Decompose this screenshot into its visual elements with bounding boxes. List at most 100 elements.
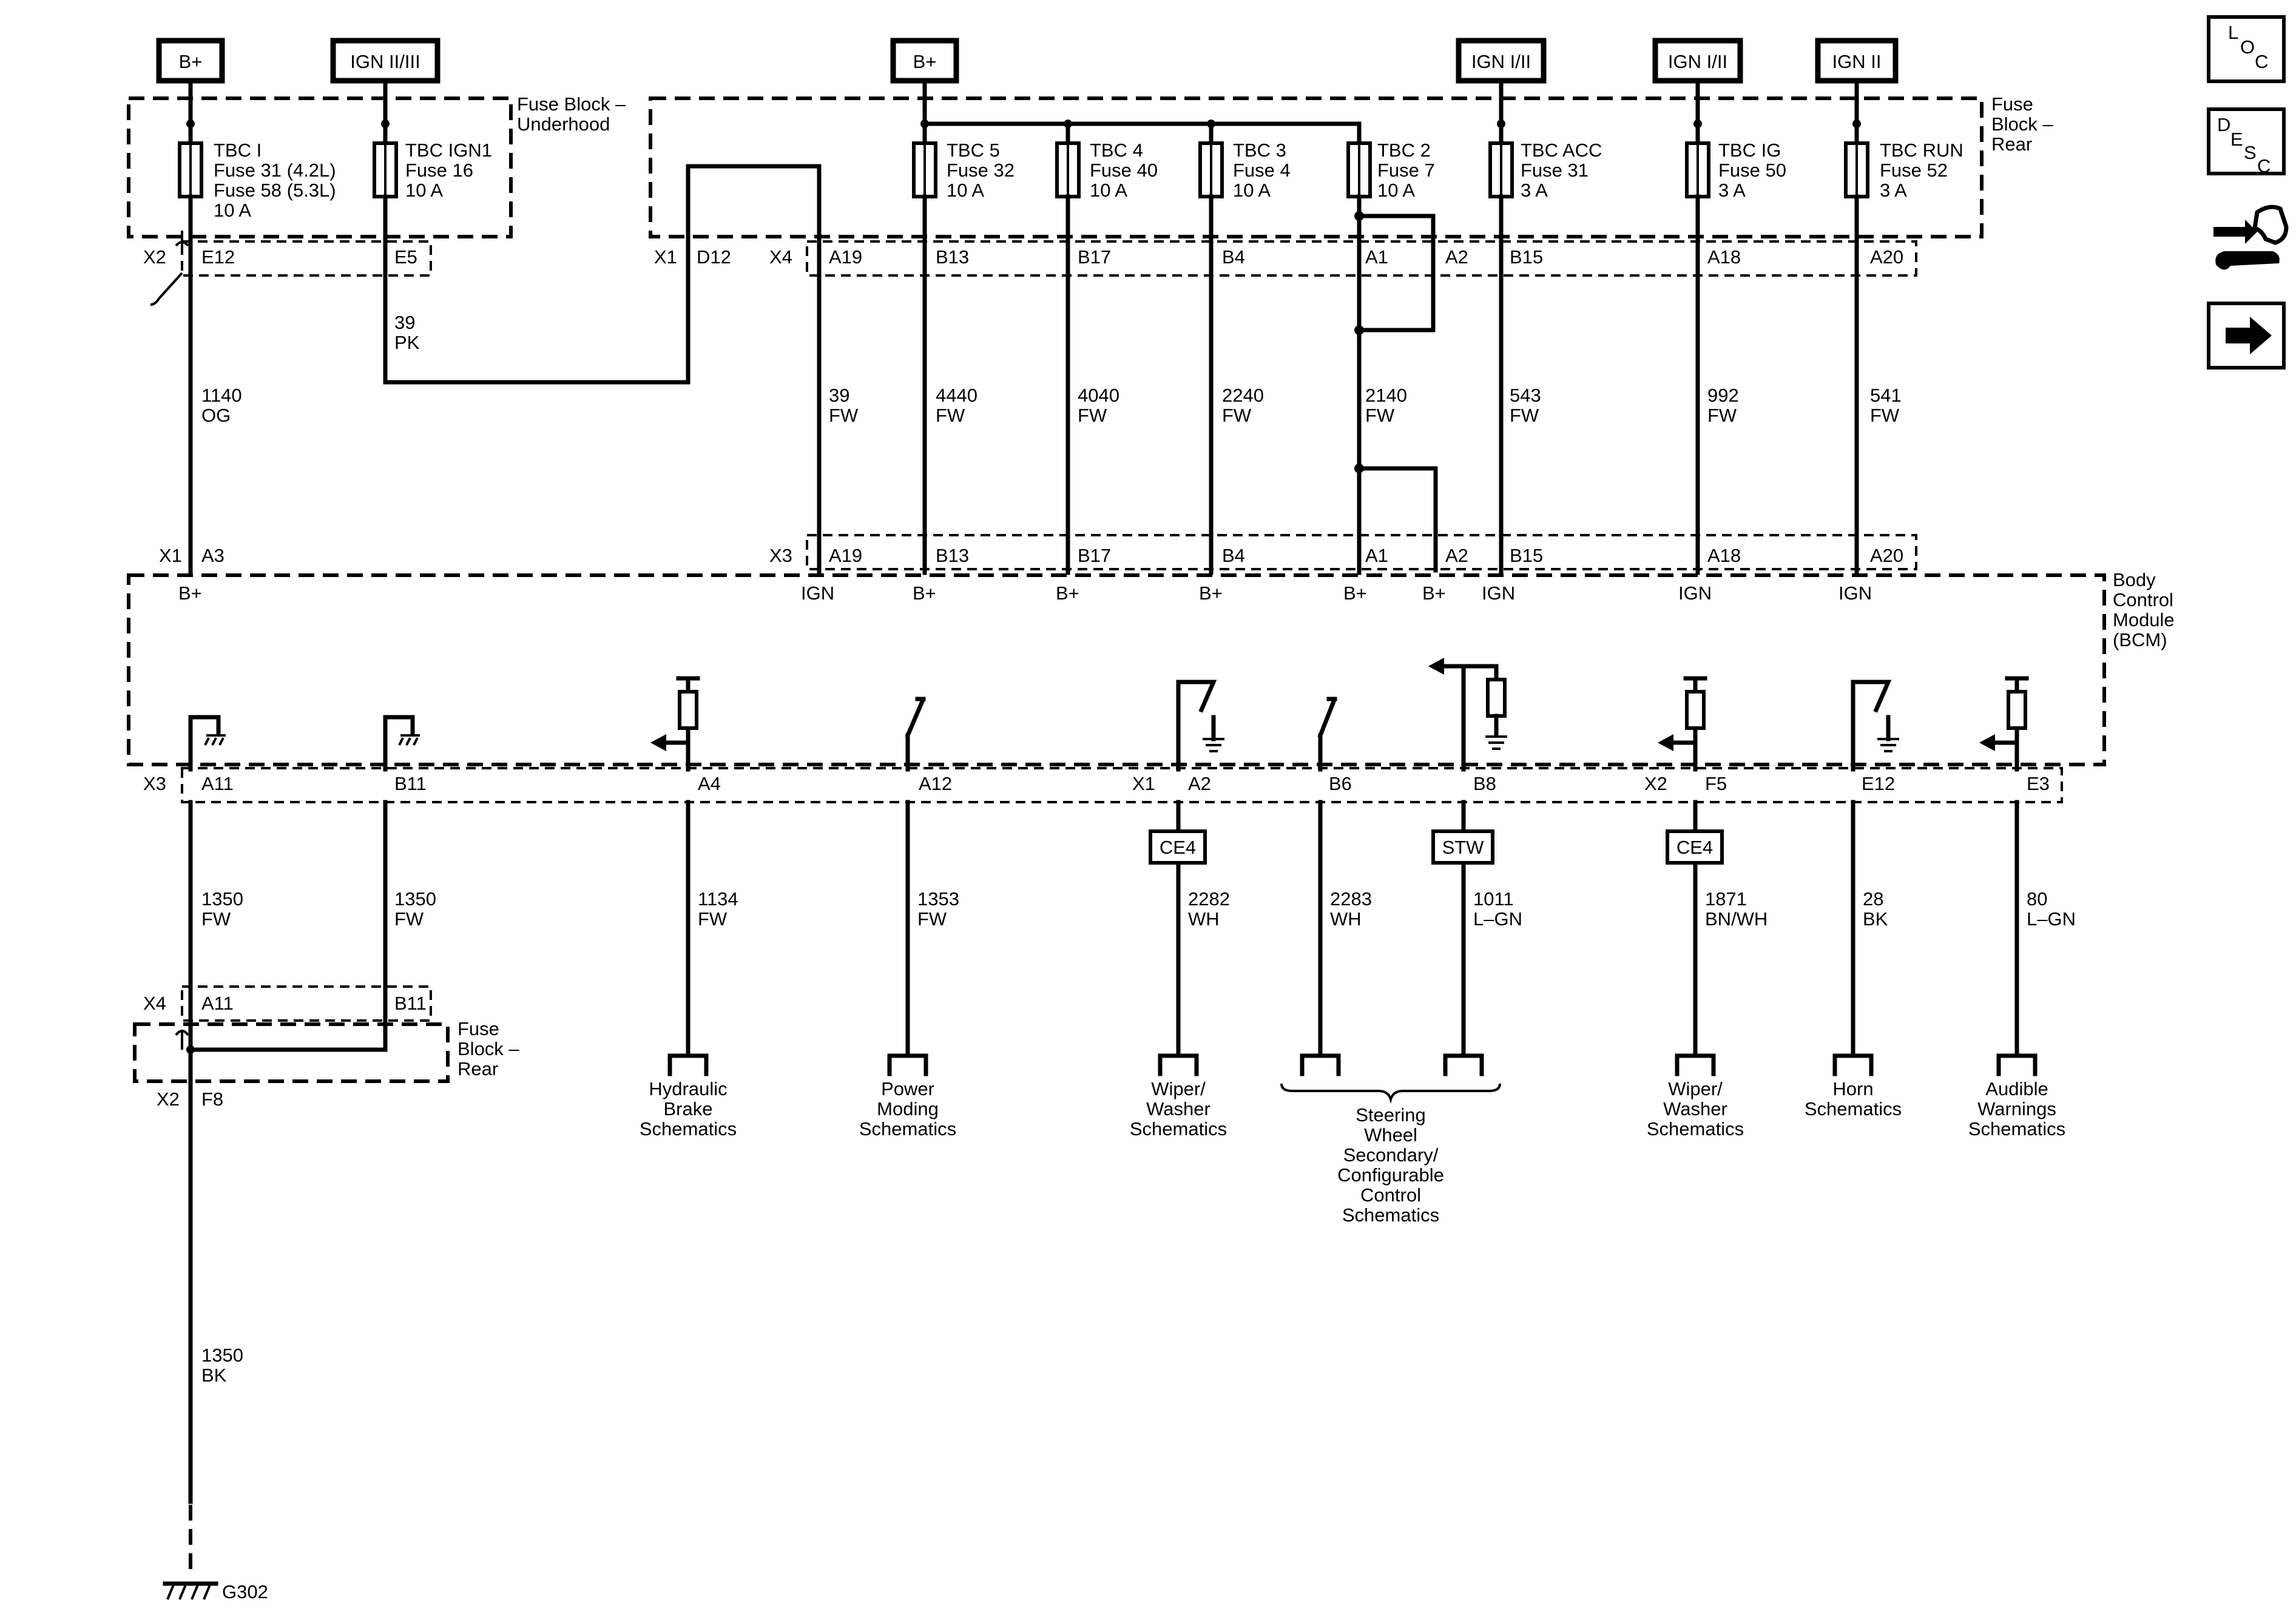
- bcm-label: Body Control Module (BCM): [2113, 569, 2175, 650]
- fuse-label-tbc-i: TBC I Fuse 31 (4.2L) Fuse 58 (5.3L) 10 A: [214, 140, 336, 221]
- bcm-out-connector-labels: X3 A11 B11 A4 A12 X1 A2 B6 B8 X2 F5 E12 …: [143, 773, 2050, 794]
- upper-wire-labels: 39 PK 1140 OG 39 FW 4440 FW 4040 FW 2240…: [201, 312, 1902, 426]
- schematic-ref-horn[interactable]: Horn Schematics: [1805, 1078, 1902, 1119]
- svg-text:S: S: [2244, 142, 2257, 163]
- svg-text:Schematics: Schematics: [1647, 1118, 1744, 1139]
- svg-text:WH: WH: [1188, 908, 1220, 930]
- svg-text:2240: 2240: [1222, 385, 1264, 406]
- svg-text:39: 39: [394, 312, 415, 333]
- svg-text:Schematics: Schematics: [1805, 1098, 1902, 1119]
- schematic-ref-audible-warnings[interactable]: Audible Warnings Schematics: [1968, 1078, 2065, 1139]
- svg-text:Block –: Block –: [458, 1038, 519, 1059]
- description-icon[interactable]: D E S C: [2207, 107, 2286, 177]
- svg-text:Module: Module: [2113, 609, 2175, 630]
- svg-text:E3: E3: [2027, 773, 2050, 794]
- svg-text:B6: B6: [1329, 773, 1352, 794]
- svg-text:A12: A12: [919, 773, 952, 794]
- fuse-block-underhood-label-1: Fuse Block –: [517, 93, 626, 115]
- svg-text:Fuse: Fuse: [458, 1018, 499, 1039]
- svg-text:C: C: [2257, 155, 2271, 177]
- fuse-label-tbc-run: TBC RUN Fuse 52 3 A: [1880, 140, 1963, 201]
- schematic-ref-power-moding[interactable]: Power Moding Schematics: [859, 1078, 956, 1139]
- svg-text:Body: Body: [2113, 569, 2156, 590]
- svg-text:Wiper/: Wiper/: [1668, 1078, 1723, 1099]
- svg-text:B13: B13: [936, 246, 969, 268]
- svg-text:A20: A20: [1870, 246, 1903, 268]
- svg-text:B+: B+: [1199, 582, 1223, 604]
- schematic-ref-wiper-washer-1[interactable]: Wiper/ Washer Schematics: [1130, 1078, 1227, 1139]
- svg-text:Power: Power: [881, 1078, 934, 1099]
- svg-text:O: O: [2240, 36, 2255, 58]
- svg-text:FW: FW: [1510, 405, 1539, 426]
- svg-text:B4: B4: [1222, 246, 1245, 268]
- fuse-block-rear-bottom: [133, 1022, 450, 1083]
- svg-text:IGN: IGN: [801, 582, 834, 604]
- svg-text:B+: B+: [1422, 582, 1446, 604]
- svg-text:F8: F8: [201, 1089, 223, 1110]
- upper-wires: [150, 164, 1859, 575]
- svg-text:3 A: 3 A: [1521, 180, 1548, 201]
- svg-text:B15: B15: [1510, 545, 1543, 566]
- svg-text:1350: 1350: [394, 888, 436, 910]
- svg-text:A1: A1: [1365, 545, 1388, 566]
- svg-text:X1: X1: [654, 246, 677, 268]
- svg-text:Brake: Brake: [664, 1098, 713, 1119]
- svg-text:10 A: 10 A: [947, 180, 984, 201]
- svg-text:B+: B+: [179, 51, 203, 72]
- svg-text:B4: B4: [1222, 545, 1245, 566]
- svg-text:FW: FW: [1222, 405, 1252, 426]
- fuse-block-rear-top: [649, 96, 1984, 238]
- svg-text:A18: A18: [1707, 246, 1741, 268]
- svg-text:1350: 1350: [201, 888, 243, 910]
- schematic-ref-hydraulic-brake[interactable]: Hydraulic Brake Schematics: [640, 1078, 737, 1139]
- svg-text:E5: E5: [394, 246, 417, 268]
- svg-text:TBC IG: TBC IG: [1718, 140, 1781, 161]
- svg-text:541: 541: [1870, 385, 1902, 406]
- svg-text:TBC IGN1: TBC IGN1: [405, 140, 492, 161]
- svg-text:B+: B+: [1056, 582, 1079, 604]
- svg-text:TBC ACC: TBC ACC: [1521, 140, 1602, 161]
- svg-text:Schematics: Schematics: [859, 1118, 956, 1139]
- bcm-internal-symbols: [188, 658, 2029, 772]
- svg-text:FW: FW: [698, 908, 728, 930]
- svg-text:B17: B17: [1078, 246, 1111, 268]
- connector-strip-bcm-in: [806, 534, 1917, 570]
- svg-text:IGN I/II: IGN I/II: [1668, 51, 1727, 72]
- svg-text:1011: 1011: [1473, 888, 1514, 910]
- inline-connector-ce4-a: CE4: [1149, 829, 1207, 865]
- svg-text:4040: 4040: [1078, 385, 1119, 406]
- schematic-brackets: [667, 1053, 2038, 1104]
- svg-text:Moding: Moding: [877, 1098, 939, 1119]
- svg-text:Fuse 7: Fuse 7: [1377, 160, 1435, 181]
- connector-tool-icon[interactable]: [2213, 204, 2289, 270]
- svg-text:2283: 2283: [1330, 888, 1372, 910]
- power-source-bplus-left: B+: [156, 38, 225, 84]
- svg-text:Secondary/: Secondary/: [1343, 1144, 1439, 1166]
- next-arrow-icon[interactable]: [2207, 302, 2286, 370]
- svg-text:Wheel: Wheel: [1364, 1124, 1417, 1146]
- svg-text:Schematics: Schematics: [1130, 1118, 1227, 1139]
- svg-text:A20: A20: [1870, 545, 1903, 566]
- svg-text:2282: 2282: [1188, 888, 1230, 910]
- svg-text:FW: FW: [394, 908, 424, 930]
- svg-text:F5: F5: [1705, 773, 1727, 794]
- schematic-ref-wiper-washer-2[interactable]: Wiper/ Washer Schematics: [1647, 1078, 1744, 1139]
- top-connector-labels: X2 E12 E5 X1 D12 X4 A19 B13 B17 B4 A1 A2…: [143, 246, 1903, 268]
- svg-text:IGN I/II: IGN I/II: [1471, 51, 1531, 72]
- schematic-ref-steering-wheel[interactable]: Steering Wheel Secondary/ Configurable C…: [1337, 1104, 1444, 1226]
- svg-text:Fuse 4: Fuse 4: [1233, 160, 1291, 181]
- svg-text:A11: A11: [201, 773, 234, 794]
- svg-text:FW: FW: [1078, 405, 1107, 426]
- svg-text:Fuse 58 (5.3L): Fuse 58 (5.3L): [214, 180, 336, 201]
- svg-text:1350: 1350: [201, 1345, 243, 1366]
- svg-text:PK: PK: [394, 332, 420, 353]
- svg-text:992: 992: [1707, 385, 1739, 406]
- fuse-label-tbc-ig: TBC IG Fuse 50 3 A: [1718, 140, 1786, 201]
- svg-text:IGN: IGN: [1838, 582, 1872, 604]
- connector-strip-bcm-out: [181, 767, 2063, 803]
- svg-text:TBC 3: TBC 3: [1233, 140, 1286, 161]
- fuse-label-tbc-5: TBC 5 Fuse 32 10 A: [947, 140, 1015, 201]
- svg-text:IGN II/III: IGN II/III: [350, 51, 420, 72]
- location-icon[interactable]: L O C: [2207, 15, 2286, 83]
- svg-text:E12: E12: [1862, 773, 1895, 794]
